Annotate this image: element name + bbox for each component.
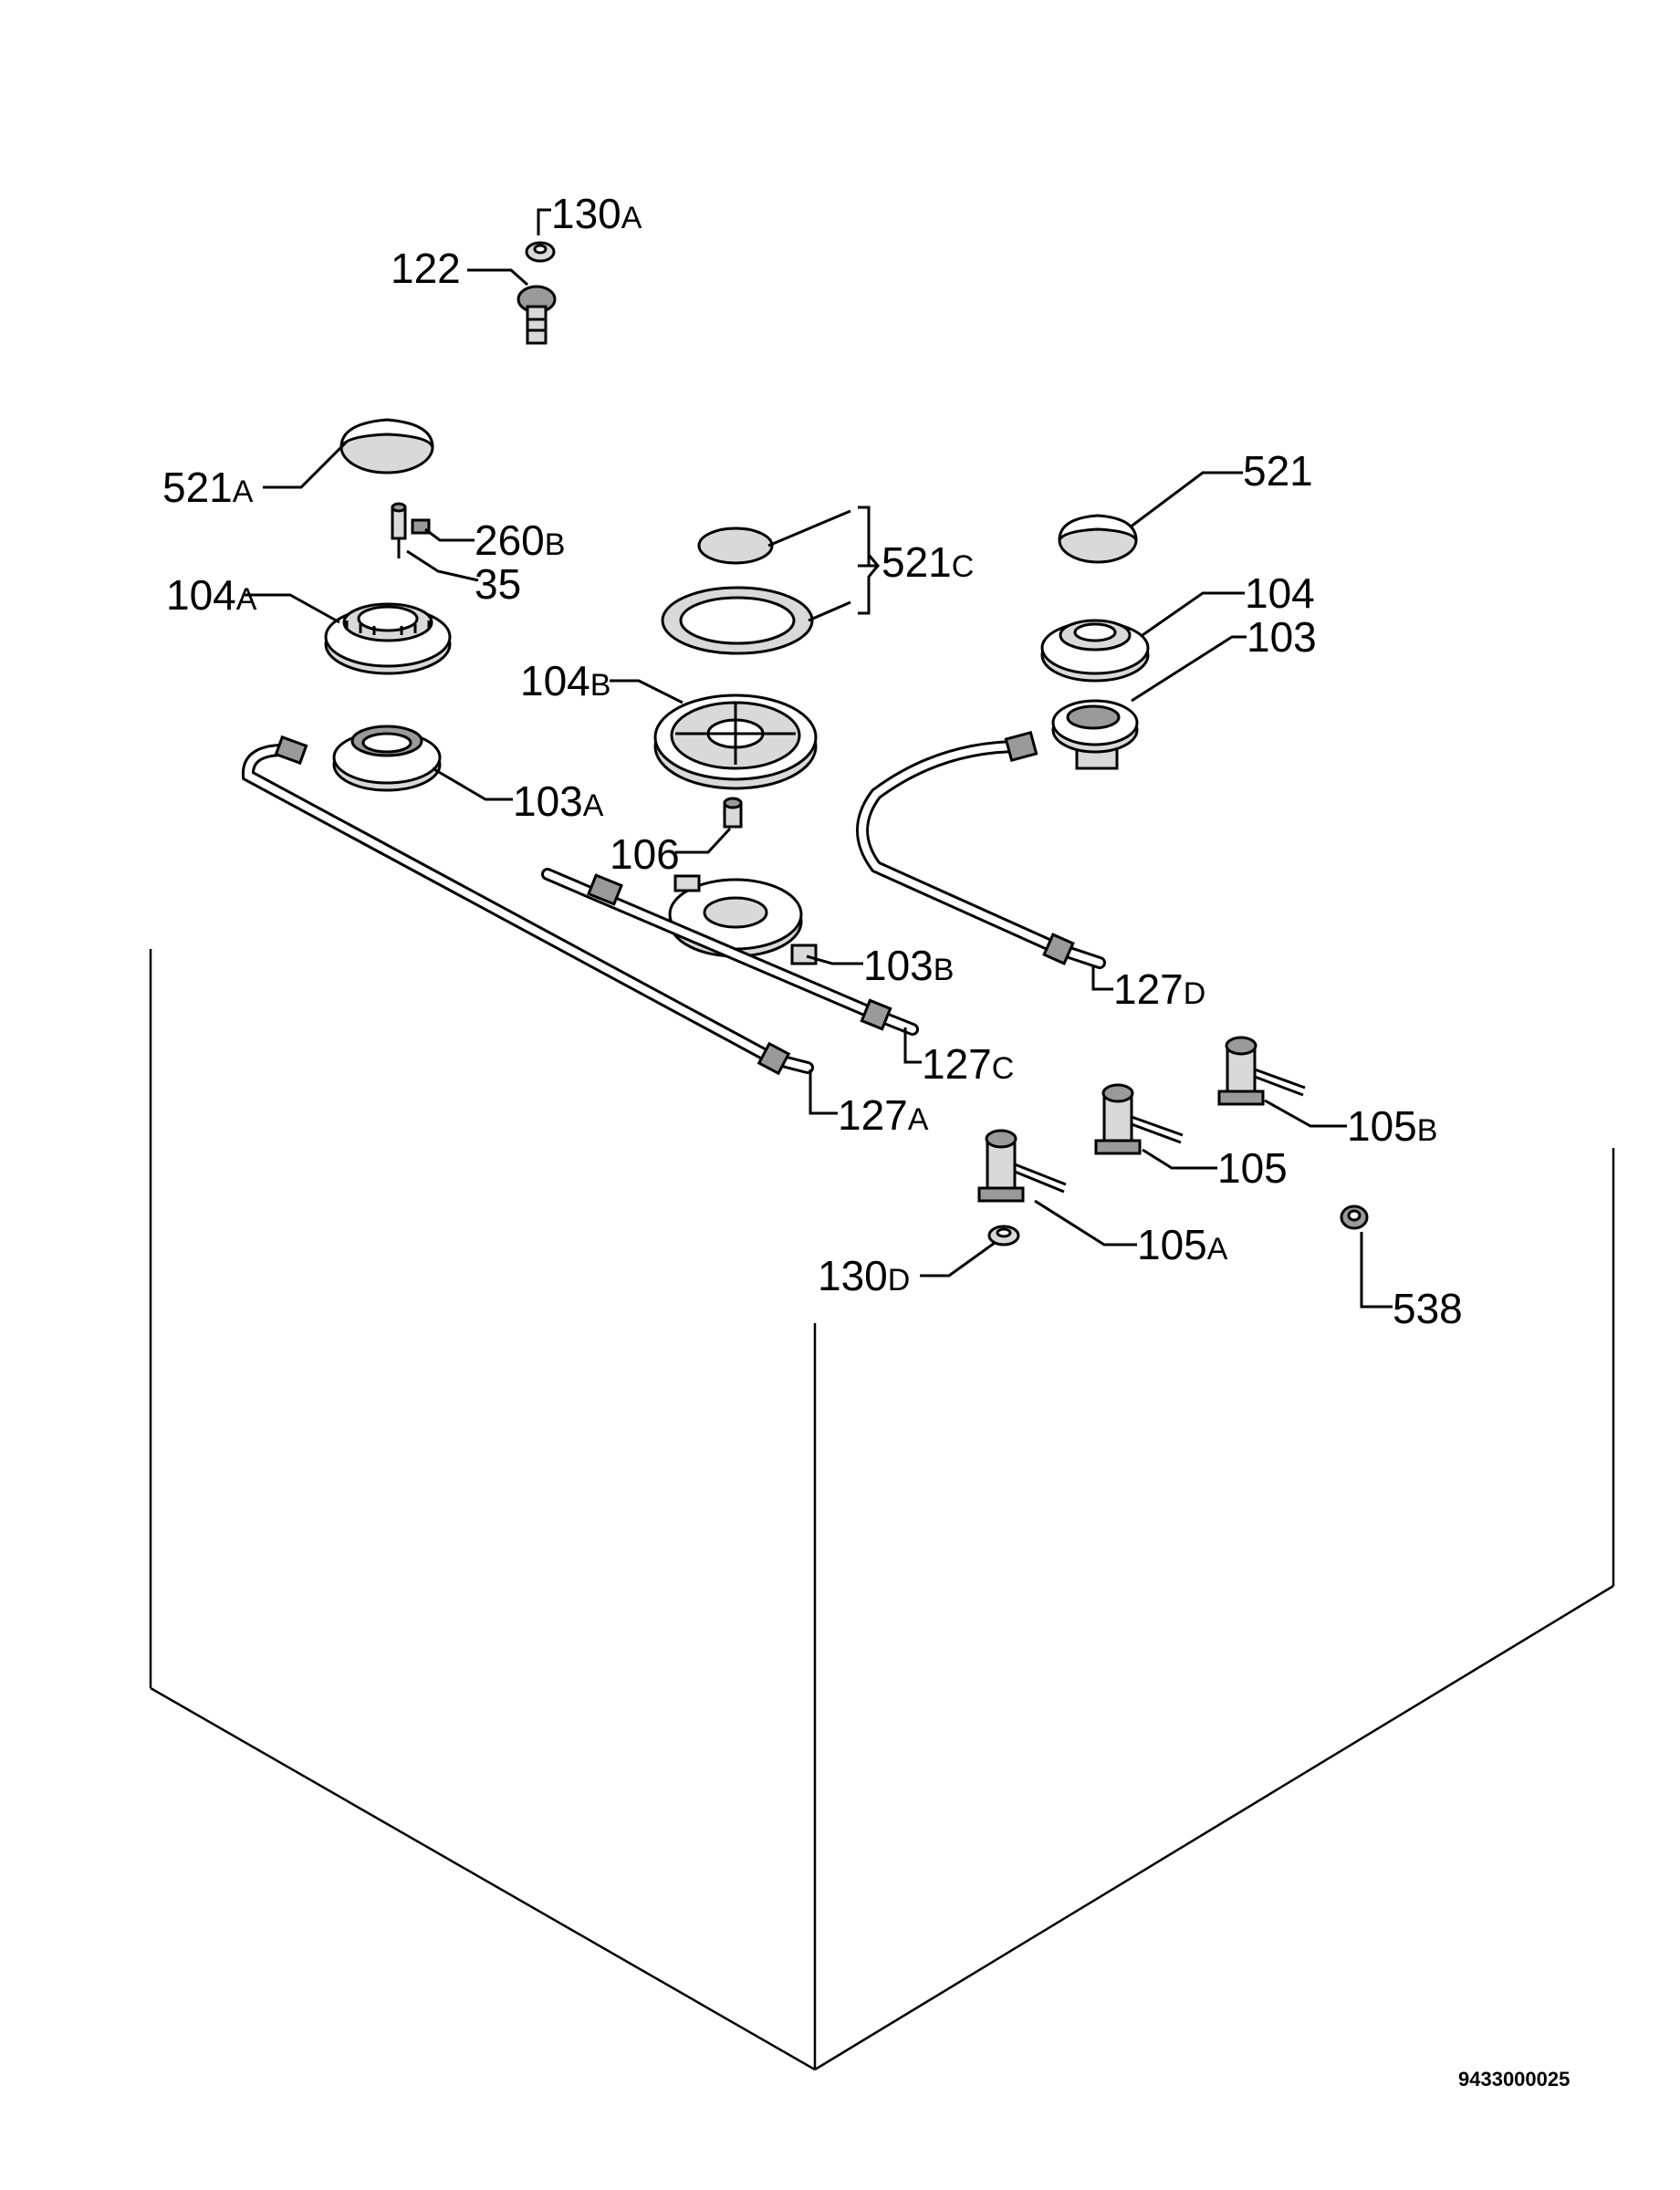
part-105-gas-valve [1094, 1083, 1184, 1155]
label-104A: 104A [166, 571, 257, 619]
label-130A: 130A [551, 190, 642, 237]
part-521C-cap-set [661, 527, 814, 655]
label-105A: 105A [1137, 1221, 1228, 1268]
label-104: 104 [1245, 569, 1315, 617]
part-260B-clip [411, 518, 431, 535]
part-103B-burner-base [668, 874, 818, 965]
cabinet-outline [149, 949, 1615, 2071]
part-122-connector [517, 285, 557, 345]
label-122: 122 [391, 245, 461, 292]
label-127C: 127C [922, 1040, 1014, 1088]
part-104-burner-crown [1040, 619, 1150, 683]
part-105B-gas-valve [1217, 1036, 1306, 1106]
part-127C-gas-pipe [541, 868, 919, 1036]
part-104B-burner-crown [653, 694, 818, 790]
part-106-injector [723, 797, 743, 829]
label-130D: 130D [818, 1252, 910, 1299]
part-104A-burner-crown [324, 602, 452, 675]
label-538: 538 [1393, 1285, 1463, 1332]
label-521A: 521A [162, 464, 254, 511]
part-521-burner-cap [1058, 514, 1138, 564]
leader-lines [245, 208, 1393, 1309]
document-number: 9433000025 [1458, 2068, 1570, 2091]
label-127D: 127D [1113, 965, 1205, 1013]
label-103A: 103A [513, 777, 604, 825]
part-105A-gas-valve [977, 1129, 1067, 1203]
part-103-burner-base [1051, 699, 1139, 770]
label-521C: 521C [882, 538, 974, 586]
part-521A-burner-cap [339, 418, 434, 474]
label-105B: 105B [1347, 1102, 1437, 1150]
part-127A-gas-pipe [241, 735, 814, 1076]
part-127D-gas-pipe [856, 730, 1106, 969]
part-538-nut [1340, 1204, 1369, 1230]
label-106: 106 [610, 830, 680, 878]
part-103A-burner-base [332, 725, 442, 792]
label-103B: 103B [863, 942, 954, 989]
label-260B: 260B [475, 516, 565, 564]
callout-labels: 130A 122 521A 260B 35 104A 103A 521C 104… [162, 190, 1463, 1332]
part-130A-washer [525, 241, 556, 263]
part-35-ignition-plug [391, 502, 407, 558]
label-127A: 127A [838, 1091, 929, 1139]
part-130D-washer [987, 1225, 1020, 1246]
label-103: 103 [1247, 613, 1317, 661]
label-104B: 104B [520, 657, 610, 704]
label-35: 35 [475, 560, 521, 608]
label-521: 521 [1243, 447, 1313, 495]
label-105: 105 [1217, 1144, 1288, 1192]
